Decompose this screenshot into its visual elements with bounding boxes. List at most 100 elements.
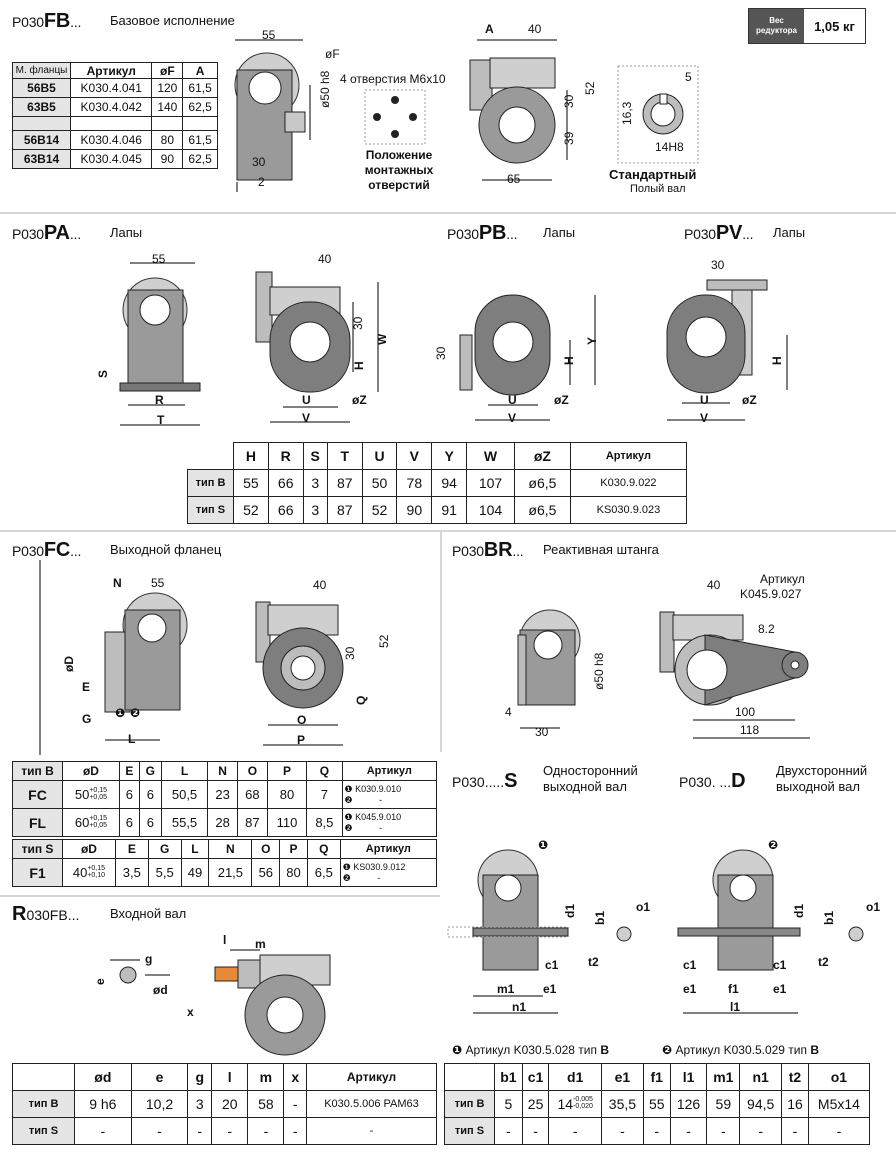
dim-label: 52 [377,634,391,648]
s-shaft-drawing [447,849,632,1014]
separator [0,530,896,532]
br-title: Реактивная штанга [543,542,659,557]
dim-label: 4 [505,705,512,719]
weight-value: 1,05 кг [814,18,855,34]
dim-label: P [297,733,306,747]
dim-label: V [700,411,709,425]
dim-label: 30 [434,346,448,360]
dim-label: m1 [497,982,515,996]
holes-label: 4 отверстия М6х10 [340,72,446,86]
dim-label: Y [585,336,599,345]
dim-label: H [562,356,576,365]
dim-label: o1 [636,900,651,914]
dim-label: x [187,1005,194,1019]
dim-label: Q [354,695,368,705]
dim-label: N [113,576,122,590]
dim-label: g [145,952,153,966]
dim-label: U [508,393,517,407]
fc-title: Выходной фланец [110,542,222,557]
pa-side-drawing [119,262,201,426]
dim-label: ø50 h8 [592,652,606,690]
d-code: P030. ...D [679,770,746,792]
dim-label: 65 [507,172,521,186]
dim-label: t2 [818,955,829,969]
br-front-drawing [659,611,810,739]
pb-code: P030PB... [447,222,518,244]
dim-label: e [93,978,107,985]
dim-label: ø50 h8 [318,70,332,108]
dim-label: øF [325,47,340,61]
dim-label: 52 [583,81,597,95]
fc-code: P030FC... [12,539,82,561]
fb-front-drawing [469,39,568,181]
dim-label: 40 [318,252,332,266]
holes-diagram [364,89,426,145]
dim-label: 118 [740,723,760,737]
dim-label: e1 [543,982,557,996]
dim-label: 14H8 [655,140,684,154]
dim-label: d1 [792,903,806,918]
shaft-caption: Стандартный [609,167,697,182]
table-row [12,116,218,131]
pa-front-drawing [255,271,379,423]
dim-label: 55 [262,28,276,42]
pb-title: Лапы [543,225,576,240]
fb-code: P030FB... [12,10,82,32]
dim-label: 30 [711,258,725,272]
dim-label: 30 [535,725,549,739]
br-side-drawing [517,609,581,729]
dim-label: H [352,361,366,370]
dim-label: V [302,411,311,425]
dim-label: ød [153,983,168,997]
pa-code: P030PA... [12,222,81,244]
dim-label: øD [62,656,76,672]
r-shaft-section [110,959,170,984]
dim-label: øZ [352,393,367,407]
dim-label: 30 [252,155,266,169]
fc-side-drawing [39,560,188,755]
dim-label: øZ [742,393,757,407]
dim-label: l [223,933,227,947]
separator [0,895,440,897]
shaft-note-1: ❶ Артикул K030.5.028 тип B [452,1043,610,1057]
br-article: K045.9.027 [740,587,802,601]
pv-drawing [666,279,788,421]
marker-2: ❷ [768,838,779,852]
dim-label: 55 [151,576,165,590]
dim-label: o1 [866,900,881,914]
dim-label: V [508,411,517,425]
dim-label: e1 [683,982,697,996]
dim-label: b1 [593,910,607,925]
dim-label: L [128,732,136,746]
dim-label: 100 [735,705,756,719]
dim-label: 2 [258,175,265,189]
dim-label: 30 [343,646,357,660]
dim-label: n1 [512,1000,527,1014]
shaft-note-2: ❷ Артикул K030.5.029 тип B [662,1043,820,1057]
dim-label: 55 [152,252,166,266]
dim-label: c1 [773,958,787,972]
dim-label: t2 [588,955,599,969]
dim-label: 40 [528,22,542,36]
r-code: R030FB... [12,903,80,925]
shaft-subcaption: Полый вал [630,183,686,195]
dim-label: 30 [562,94,576,108]
fb-side-drawing [234,39,311,192]
dim-label: S [96,369,110,378]
